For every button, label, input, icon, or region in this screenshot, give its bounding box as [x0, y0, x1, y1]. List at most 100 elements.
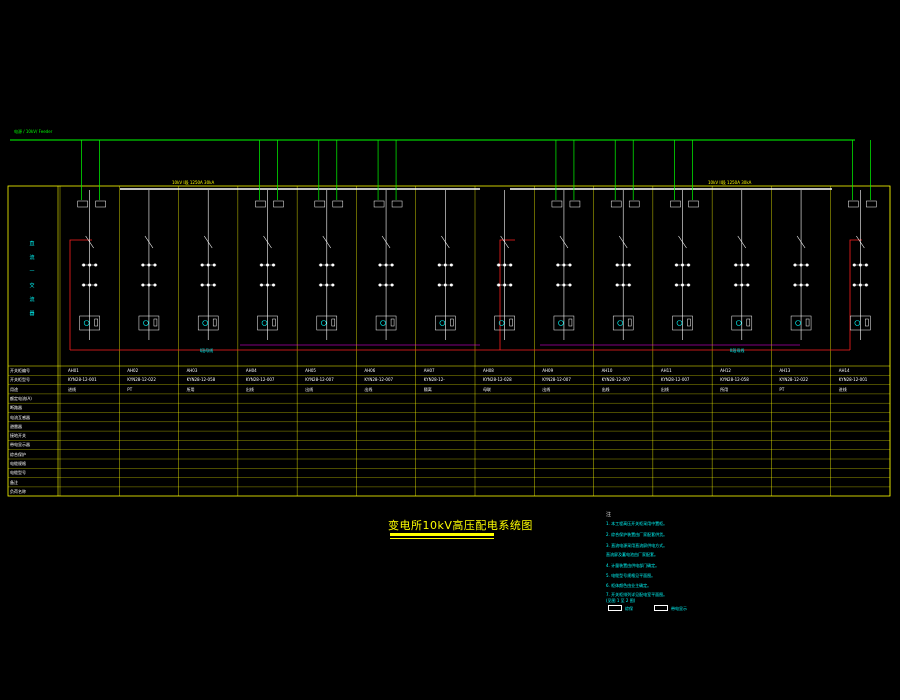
side-label-5: 器 [29, 311, 35, 317]
row-label: 电流互感器 [10, 414, 30, 420]
table-cell: AH10 [601, 368, 613, 373]
row-label: 额定电流(A) [10, 395, 32, 401]
note-item: 直流屏及蓄电池由厂家配套。 [606, 552, 658, 557]
table-cell: KYN28-12-007 [601, 377, 631, 383]
table-cell: AH01 [68, 368, 79, 373]
table-cell: 出线 [245, 386, 254, 392]
row-label: 负荷名称 [10, 488, 26, 494]
feeder-ah03 [197, 190, 219, 340]
feeder-ah05 [314, 140, 344, 340]
feeder-ah14 [848, 140, 877, 340]
busbar-right-label: 10kV II段 1250A 30kA [708, 180, 752, 185]
title-underline [390, 533, 494, 536]
table-cell: AH12 [720, 368, 731, 373]
feeder-ah09 [551, 140, 581, 340]
row-label: 电缆规格 [10, 461, 26, 466]
table-cell: AH07 [423, 368, 435, 373]
note-item: 3. 直流电源采用直流屏供电方式。 [606, 543, 668, 548]
feeder-ah10 [610, 140, 640, 340]
table-cell: AH06 [364, 368, 376, 373]
outer-frame [7, 185, 891, 497]
side-label-2: — [29, 268, 35, 274]
legend-box-left [608, 605, 622, 611]
table-cell: KYN28-12-022 [127, 377, 156, 383]
feeder-ah11 [670, 140, 699, 340]
note-item: (见图 1 至 2 图) [606, 598, 636, 603]
note-item: 7. 开关柜排列详见配电室平面图。 [606, 592, 668, 597]
row-label: 用途 [10, 386, 18, 392]
table-cell: KYN28-12-007 [542, 377, 571, 383]
table-cell: KYN28-12-007 [245, 377, 275, 383]
row-label: 综合保护 [10, 451, 26, 457]
table-cell: KYN28-12-028 [483, 377, 512, 383]
note-item: 5. 电缆型号规格见平面图。 [606, 573, 656, 578]
table-cell: AH05 [305, 368, 316, 373]
side-label-3: 交 [29, 283, 35, 289]
feeder-ah06 [373, 140, 403, 340]
table-cell: 出线 [364, 386, 373, 392]
table-cell: 进线 [838, 386, 847, 392]
table-cell: KYN28-12-058 [720, 377, 749, 383]
side-label-0: 直 [29, 241, 35, 247]
table-cell: 母联 [483, 386, 491, 392]
table-cell: AH13 [779, 368, 791, 373]
table-cell: 所用 [720, 386, 729, 392]
table-cell: KYN28-12- [423, 377, 445, 383]
feeder-ah13 [790, 190, 812, 340]
feeder-ah08 [494, 190, 515, 340]
table-cell: PT [127, 386, 133, 392]
busbar-left-label: 10kV I段 1250A 30kA [172, 180, 215, 185]
feeder-ah01 [77, 140, 106, 340]
table-cell: AH09 [542, 368, 554, 373]
drawing-title: 变电所10kV高压配电系统图 [388, 519, 533, 532]
table-cell: KYN28-12-001 [838, 377, 868, 383]
note-item: 4. 计量装置由供电部门确定。 [606, 563, 660, 568]
feeder-ah02 [138, 190, 160, 340]
table-cell: 所用 [186, 386, 195, 392]
table-cell: AH11 [660, 368, 672, 373]
table-cell: AH03 [186, 368, 198, 373]
table-cell: PT [779, 386, 785, 392]
row-label: 备注 [10, 479, 18, 485]
legend-text-left: 综保 [625, 606, 633, 611]
notes-heading: 注 [606, 512, 612, 518]
feeder-ah04 [255, 140, 284, 340]
bus-section-right: II段母线 [730, 348, 745, 353]
table-cell: KYN28-12-001 [68, 377, 97, 383]
feeder-ah12 [731, 190, 753, 340]
title-underline-thin [390, 538, 494, 539]
row-label: 接地开关 [10, 433, 26, 439]
table-cell: KYN28-12-022 [779, 377, 809, 383]
row-label: 开关柜编号 [10, 368, 30, 373]
table-cell: AH02 [127, 368, 139, 373]
bus-section-left: I段母线 [200, 348, 214, 353]
table-cell: 出线 [660, 386, 669, 392]
row-label: 带电显示器 [10, 442, 30, 448]
table-cell: KYN28-12-007 [305, 377, 334, 383]
table-cell: KYN28-12-058 [186, 377, 216, 383]
row-label: 电缆型号 [10, 470, 26, 476]
table-cell: 进线 [68, 386, 76, 392]
table-cell: 隔离 [423, 386, 432, 392]
legend-text-right: 带电显示 [671, 606, 687, 611]
table-cell: KYN28-12-007 [660, 377, 690, 383]
table-cell: AH14 [838, 368, 850, 373]
row-label: 断路器 [10, 405, 22, 411]
note-item: 2. 综合保护装置由厂家配套供货。 [606, 532, 668, 537]
note-item: 6. 柜体颜色由业主确定。 [606, 583, 652, 588]
side-label-1: 流 [29, 255, 35, 261]
row-label: 避雷器 [10, 423, 22, 429]
table-cell: 出线 [542, 386, 551, 392]
note-item: 1. 本工程高压开关柜采用中置柜。 [606, 521, 668, 526]
column-dividers [59, 186, 891, 496]
side-label-4: 流 [29, 297, 35, 303]
table-cell: 出线 [305, 386, 314, 392]
table-cell: AH08 [483, 368, 494, 373]
row-label: 开关柜型号 [10, 377, 30, 383]
table-cell: 出线 [601, 386, 610, 392]
top-feeder-label: 电源 / 10kV/ Feeder [14, 129, 53, 134]
legend-box-right [654, 605, 668, 611]
feeder-ah07 [435, 190, 456, 340]
table-rows [8, 375, 890, 488]
